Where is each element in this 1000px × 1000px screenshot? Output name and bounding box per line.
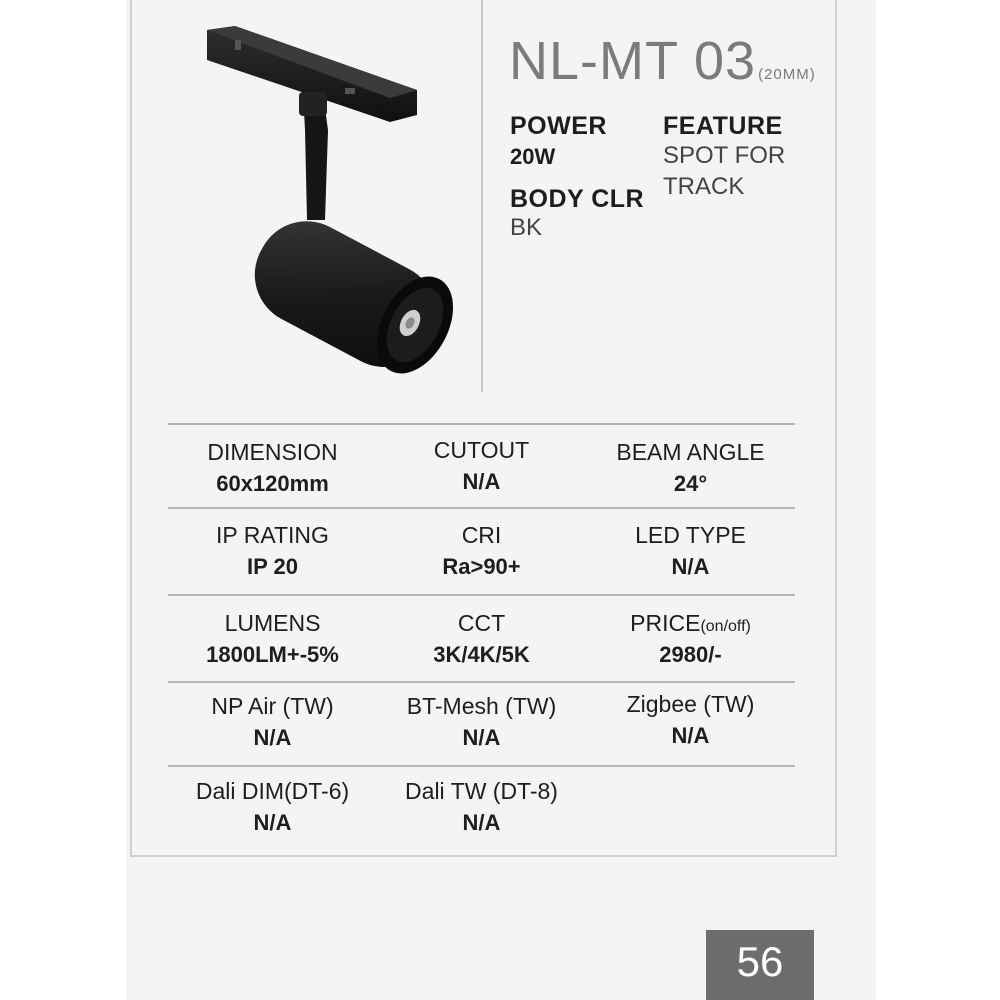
cell-label: LUMENS	[224, 610, 321, 636]
cell-label: NP Air (TW)	[211, 693, 334, 719]
feature-value-line2: TRACK	[663, 173, 745, 200]
cell-value: N/A	[253, 725, 292, 750]
cell-value: 3K/4K/5K	[433, 642, 530, 667]
model-code: NL-MT 03	[509, 31, 757, 91]
table-cell-beam-angle: BEAM ANGLE 24°	[586, 437, 795, 499]
table-cell-price: PRICE(on/off) 2980/-	[586, 608, 795, 670]
model-name: NL-MT 03(20MM)	[509, 30, 816, 92]
cell-value: Ra>90+	[442, 554, 521, 579]
cell-value: 1800LM+-5%	[206, 642, 339, 667]
cell-label: PRICE(on/off)	[586, 608, 795, 638]
table-cell-dali-dim: Dali DIM(DT-6) N/A	[168, 776, 377, 838]
power-label: POWER	[510, 112, 607, 140]
table-divider	[168, 681, 795, 683]
cell-value: N/A	[462, 810, 501, 835]
table-divider	[168, 765, 795, 767]
cell-value: 24°	[673, 471, 708, 496]
cell-value: 60x120mm	[216, 471, 329, 496]
table-divider	[168, 594, 795, 596]
cell-value: N/A	[671, 723, 710, 748]
table-cell-lumens: LUMENS 1800LM+-5%	[168, 608, 377, 670]
cell-label: BEAM ANGLE	[616, 439, 765, 465]
cell-label: CCT	[457, 610, 506, 636]
vertical-divider	[481, 0, 483, 392]
feature-value-line1: SPOT FOR	[663, 142, 786, 169]
cell-value: N/A	[462, 469, 501, 494]
cell-value: N/A	[462, 725, 501, 750]
table-cell-np-air: NP Air (TW) N/A	[168, 691, 377, 753]
table-cell-cri: CRI Ra>90+	[377, 520, 586, 582]
track-spotlight-image	[207, 26, 454, 374]
table-cell-cutout: CUTOUT N/A	[377, 435, 586, 497]
cell-label: Zigbee (TW)	[626, 691, 755, 717]
table-cell-dali-tw: Dali TW (DT-8) N/A	[377, 776, 586, 838]
table-cell-zigbee: Zigbee (TW) N/A	[586, 689, 795, 751]
body-color-label: BODY CLR	[510, 185, 645, 213]
cell-label: Dali DIM(DT-6)	[195, 778, 350, 804]
table-cell-dimension: DIMENSION 60x120mm	[168, 437, 377, 499]
cell-label: DIMENSION	[207, 439, 338, 465]
cell-label: CUTOUT	[433, 437, 530, 463]
cell-label: BT-Mesh (TW)	[406, 693, 557, 719]
table-cell-ip-rating: IP RATING IP 20	[168, 520, 377, 582]
price-label-note: (on/off)	[700, 618, 751, 635]
cell-value: N/A	[671, 554, 710, 579]
cell-label: IP RATING	[216, 522, 329, 548]
table-cell-bt-mesh: BT-Mesh (TW) N/A	[377, 691, 586, 753]
table-cell-cct: CCT 3K/4K/5K	[377, 608, 586, 670]
table-divider	[168, 507, 795, 509]
table-cell-led-type: LED TYPE N/A	[586, 520, 795, 582]
product-card	[130, 0, 837, 857]
model-size: (20MM)	[758, 66, 816, 83]
page-number: 56	[706, 930, 814, 1000]
cell-label: LED TYPE	[635, 522, 746, 548]
table-divider	[168, 423, 795, 425]
power-value: 20W	[510, 144, 556, 169]
cell-label: Dali TW (DT-8)	[405, 778, 558, 804]
cell-value: N/A	[253, 810, 292, 835]
feature-label: FEATURE	[663, 112, 783, 140]
cell-value: 2980/-	[659, 642, 722, 667]
price-label: PRICE	[630, 610, 701, 636]
cell-value: IP 20	[247, 554, 298, 579]
cell-label: CRI	[461, 522, 502, 548]
body-color-value: BK	[510, 214, 543, 241]
